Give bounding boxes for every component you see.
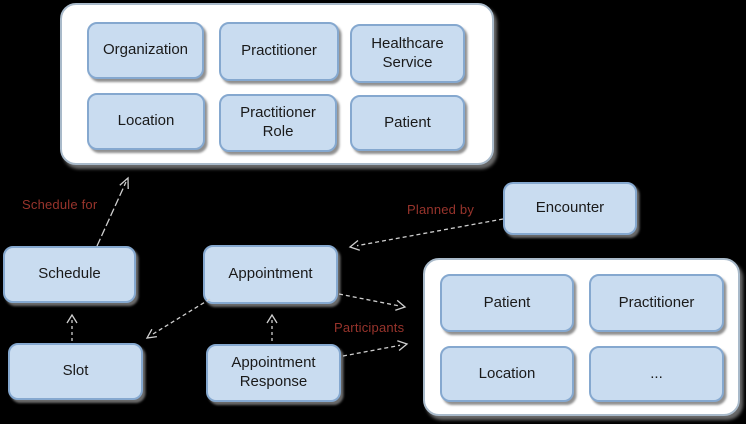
arrowhead-schedule-for: [119, 176, 129, 190]
node-schedule[interactable]: Schedule: [3, 246, 136, 303]
arrow-schedule-for: [96, 181, 127, 247]
node-practitioner-role[interactable]: Practitioner Role: [219, 94, 337, 152]
arrow-appointment-to-slot: [152, 298, 211, 335]
node-appointment-response[interactable]: Appointment Response: [206, 344, 341, 402]
node-slot[interactable]: Slot: [8, 343, 143, 400]
arrowhead-response-to-appointment: [266, 313, 278, 324]
arrowhead-encounter-to-appointment: [348, 239, 361, 251]
node-participant-patient[interactable]: Patient: [440, 274, 574, 332]
node-healthcare-service[interactable]: Healthcare Service: [350, 24, 465, 83]
arrowhead-slot-to-schedule: [66, 313, 78, 324]
node-organization[interactable]: Organization: [87, 22, 204, 79]
arrow-response-to-participants: [342, 344, 401, 357]
node-participant-practitioner[interactable]: Practitioner: [589, 274, 724, 332]
arrowhead-appointment-to-participants: [395, 299, 407, 311]
node-patient-top[interactable]: Patient: [350, 95, 465, 151]
label-participants: Participants: [334, 320, 405, 335]
node-participant-location[interactable]: Location: [440, 346, 574, 402]
participants-group: Patient Practitioner Location ...: [423, 258, 740, 416]
label-schedule-for: Schedule for: [22, 197, 98, 212]
node-encounter[interactable]: Encounter: [503, 182, 637, 235]
node-appointment[interactable]: Appointment: [203, 245, 338, 304]
node-participant-other[interactable]: ...: [589, 346, 724, 402]
arrow-encounter-to-appointment: [356, 218, 504, 247]
label-planned-by: Planned by: [407, 202, 475, 217]
arrowhead-response-to-participants: [397, 340, 409, 352]
schedulable-resources-group: Organization Practitioner Healthcare Ser…: [60, 3, 494, 165]
arrowhead-appointment-to-slot: [145, 328, 157, 339]
node-practitioner[interactable]: Practitioner: [219, 22, 339, 81]
node-location[interactable]: Location: [87, 93, 205, 150]
arrow-appointment-to-participants: [338, 293, 399, 307]
